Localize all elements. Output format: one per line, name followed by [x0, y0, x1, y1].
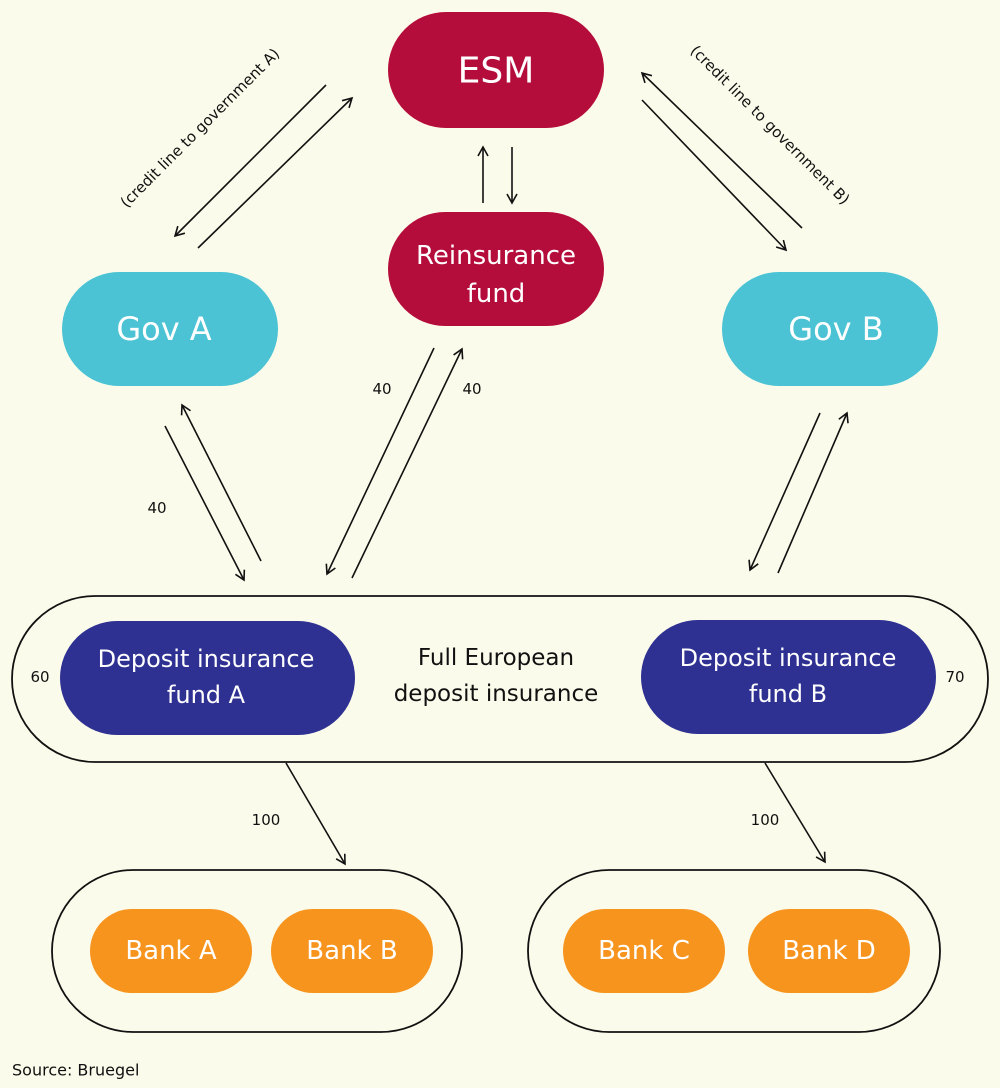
- fund-b-amount-label: 70: [945, 668, 964, 686]
- arrow-gov-a-to-esm: [197, 96, 354, 249]
- flow-to-banks-ab-label: 100: [252, 811, 281, 829]
- deposit-fund-b-node: [641, 620, 936, 734]
- arrow-fund-b-to-gov-b: [777, 411, 849, 574]
- arrow-fund-b-to-banks-cd: [764, 762, 826, 864]
- arrow-full-insurance-to-reinsurance: [351, 347, 464, 579]
- arrow-reinsurance-to-full-insurance: [325, 347, 435, 576]
- bank-b-node: [271, 909, 433, 993]
- arrow-fund-a-to-banks-ab: [285, 762, 346, 866]
- arrow-gov-a-to-fund-a: [164, 425, 246, 582]
- reinsurance-label-line2: fund: [467, 279, 526, 309]
- reinsurance-label-line1: Reinsurance: [416, 241, 576, 271]
- arrow-gov-b-to-fund-b: [748, 412, 821, 572]
- bank-a-node: [90, 909, 252, 993]
- bank-a-label: Bank A: [125, 936, 217, 966]
- arrow-fund-a-to-gov-a: [180, 403, 262, 562]
- flow-reinsurance-right-label: 40: [462, 380, 481, 398]
- source-label: Source: Bruegel: [12, 1061, 139, 1080]
- fund-a-amount-label: 60: [30, 668, 49, 686]
- full-insurance-label-line2: deposit insurance: [394, 681, 599, 707]
- credit-line-a-label: (credit line to government A): [117, 45, 284, 212]
- bank-b-label: Bank B: [306, 936, 397, 966]
- flow-reinsurance-left-label: 40: [372, 380, 391, 398]
- deposit-fund-a-label-line2: fund A: [167, 681, 246, 709]
- credit-line-b-label: (credit line to government B): [687, 42, 854, 209]
- bank-c-node: [563, 909, 725, 993]
- bank-d-label: Bank D: [782, 936, 876, 966]
- gov-a-node: [62, 272, 278, 386]
- esm-node: [388, 12, 604, 128]
- gov-b-label: Gov B: [788, 310, 883, 348]
- reinsurance-fund-node: [388, 212, 604, 326]
- deposit-fund-b-label-line1: Deposit insurance: [680, 644, 897, 672]
- flow-gov-a-fund-a-label: 40: [147, 499, 166, 517]
- deposit-fund-a-node: [60, 621, 355, 735]
- esm-label: ESM: [458, 51, 535, 92]
- flow-to-banks-cd-label: 100: [751, 811, 780, 829]
- arrow-esm-to-gov-b: [641, 99, 788, 252]
- bank-d-node: [748, 909, 910, 993]
- deposit-fund-b-label-line2: fund B: [749, 680, 827, 708]
- arrow-gov-b-to-esm: [640, 71, 803, 229]
- gov-a-label: Gov A: [116, 310, 211, 348]
- bank-c-label: Bank C: [598, 936, 690, 966]
- gov-b-node: [722, 272, 938, 386]
- full-insurance-label-line1: Full European: [418, 645, 574, 671]
- deposit-fund-a-label-line1: Deposit insurance: [98, 645, 315, 673]
- arrow-esm-to-gov-a: [173, 84, 327, 238]
